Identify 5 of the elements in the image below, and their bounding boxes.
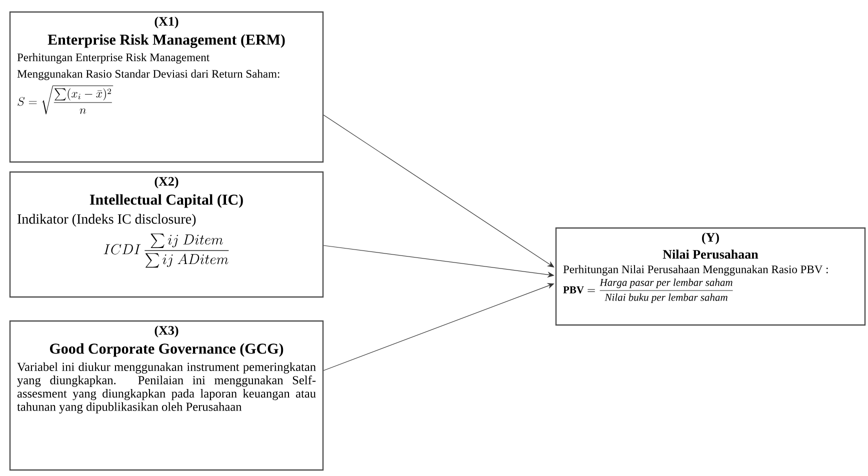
variable-box: (X2) Intellectual Capital (IC) Indikator (Indeks IC disclosure) $ICDI\,\frac{\sum ij\ Ditem}{\sum ij\ ADitem}$: [9, 171, 324, 298]
variable-box: (X1) Enterprise Risk Management (ERM) Perhitungan Enterprise Risk Management Menggunakan Rasio Standar Deviasi dari Return Saham: $S = \sqrt{\frac{\sum (x_i - \bar{x})^2}{n}}$: [9, 11, 324, 163]
arrow: [323, 114, 554, 268]
variable-box: (Y) Nilai Perusahaan Perhitungan Nilai Perusahaan Menggunakan Rasio PBV : $\mathbf{PBV} = \frac{\mathit{Harga\ pasar\ per\ lembar\ saham}}{\mathit{Nilai\ buku\ per\ lembar\ saham}}$: [555, 227, 866, 326]
variable-box: (X3) Good Corporate Governance (GCG) Variabel ini diukur menggunakan instrument pemeringkatan yang diungkapkan. Penilaian ini menggunakan Self-assesment yang diungkapkan pada laporan keuangan atau tahunan yang dipublikasikan oleh Perusahaan: [9, 320, 324, 471]
